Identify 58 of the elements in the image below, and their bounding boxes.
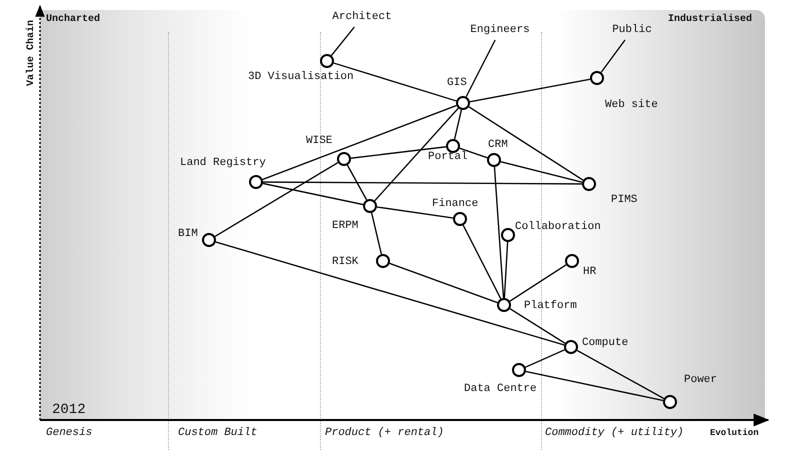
component-label: GIS bbox=[447, 76, 467, 90]
component-label: HR bbox=[583, 265, 596, 279]
component-label: Power bbox=[684, 373, 718, 387]
component-label: Collaboration bbox=[515, 220, 601, 234]
stage-label: Product (+ rental) bbox=[325, 427, 444, 439]
dependency-line bbox=[346, 164, 368, 200]
component-label: BIM bbox=[178, 227, 198, 241]
axis-title: Evolution bbox=[710, 428, 759, 438]
dependency-line bbox=[216, 241, 564, 346]
dependency-line bbox=[389, 262, 498, 304]
dependency-line bbox=[374, 108, 459, 202]
dependency-line bbox=[462, 224, 502, 300]
dependency-line bbox=[576, 350, 664, 400]
dependency-line bbox=[510, 308, 566, 344]
dependency-line bbox=[494, 166, 504, 298]
dependency-line bbox=[214, 162, 338, 237]
stage-title: Industrialised bbox=[668, 14, 752, 25]
dependency-line bbox=[500, 161, 582, 183]
dependency-line bbox=[468, 106, 584, 181]
component-label: 3D Visualisation bbox=[248, 70, 354, 84]
component-label: WISE bbox=[306, 134, 332, 148]
dependency-line bbox=[370, 212, 382, 254]
dependency-line bbox=[262, 104, 457, 180]
component-label: Finance bbox=[432, 197, 478, 211]
component-label: Portal bbox=[428, 150, 468, 164]
dependency-line bbox=[350, 146, 446, 159]
dependency-line bbox=[466, 40, 496, 98]
dependency-line bbox=[525, 349, 565, 368]
stage-title: Uncharted bbox=[46, 14, 100, 25]
component-label: CRM bbox=[488, 138, 508, 152]
dependency-line bbox=[470, 78, 590, 102]
dependency-line bbox=[330, 26, 355, 56]
dependency-line bbox=[459, 148, 488, 158]
stage-label: Genesis bbox=[46, 427, 92, 439]
actor-label: Engineers bbox=[464, 23, 536, 37]
stage-label: Commodity (+ utility) bbox=[545, 427, 684, 439]
dependency-line bbox=[454, 110, 462, 140]
dependency-line bbox=[526, 370, 664, 402]
component-label: Data Centre bbox=[464, 382, 537, 396]
actor-label: Architect bbox=[326, 10, 398, 24]
dependency-line bbox=[334, 62, 456, 102]
dependency-line bbox=[504, 242, 508, 298]
actor-label: Public bbox=[608, 23, 656, 37]
year-label: 2012 bbox=[52, 402, 86, 418]
dependency-line bbox=[600, 40, 626, 73]
component-label: RISK bbox=[332, 255, 358, 269]
component-label: Land Registry bbox=[180, 156, 266, 170]
component-label: Compute bbox=[582, 336, 628, 350]
dependency-line bbox=[262, 182, 364, 206]
component-label: PIMS bbox=[611, 193, 638, 207]
component-label: ERPM bbox=[332, 219, 358, 233]
dependency-line bbox=[510, 264, 566, 302]
dependency-line bbox=[376, 206, 454, 219]
dependency-line bbox=[263, 181, 582, 185]
stage-label: Custom Built bbox=[178, 427, 258, 439]
component-label: Platform bbox=[524, 299, 577, 313]
component-label: Web site bbox=[605, 98, 658, 112]
axis-title: Value Chain bbox=[26, 20, 37, 86]
